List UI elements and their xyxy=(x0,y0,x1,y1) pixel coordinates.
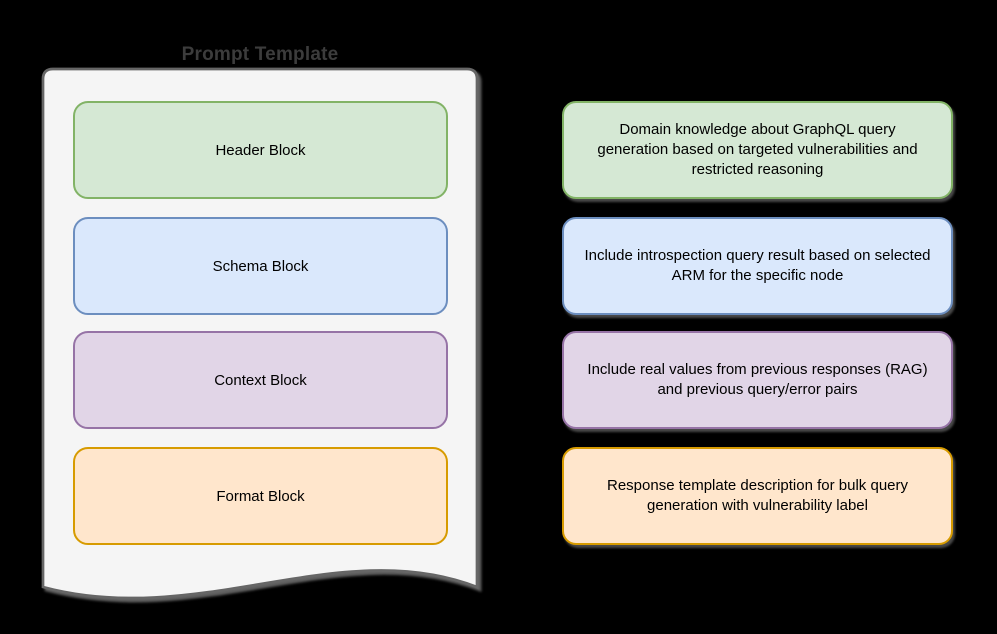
block-header: Header Block xyxy=(73,101,448,199)
description-schema-text: Include introspection query result based… xyxy=(584,247,931,284)
block-schema: Schema Block xyxy=(73,217,448,315)
block-schema-label: Schema Block xyxy=(212,257,309,275)
description-context-text: Include real values from previous respon… xyxy=(587,361,928,398)
block-header-label: Header Block xyxy=(215,141,306,159)
page-title: Prompt Template xyxy=(181,44,339,65)
block-context: Context Block xyxy=(73,331,448,429)
description-format-block: Response template description for bulk q… xyxy=(562,447,953,545)
description-header-text: Domain knowledge about GraphQL query gen… xyxy=(597,121,918,178)
block-format-label: Format Block xyxy=(216,487,305,505)
description-schema-block: Include introspection query result based… xyxy=(562,217,953,315)
description-context-block: Include real values from previous respon… xyxy=(562,331,953,429)
block-format: Format Block xyxy=(73,447,448,545)
description-header-block: Domain knowledge about GraphQL query gen… xyxy=(562,101,953,199)
description-format-text: Response template description for bulk q… xyxy=(607,477,908,514)
block-context-label: Context Block xyxy=(214,371,307,389)
